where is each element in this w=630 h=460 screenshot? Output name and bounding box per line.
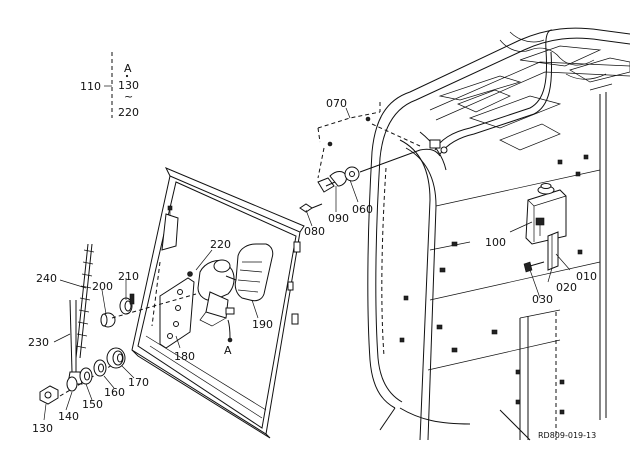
connector-marker-a: A <box>224 344 232 357</box>
range-callout-start: 130 <box>118 79 139 92</box>
label-190: 190 <box>252 318 273 331</box>
label-020: 020 <box>556 281 577 294</box>
label-180: 180 <box>174 350 195 363</box>
reference-code: RD809-019-13 <box>538 431 596 440</box>
label-100: 100 <box>485 236 506 249</box>
washer-tank <box>523 183 567 273</box>
wiper-motor <box>159 243 274 349</box>
label-060: 060 <box>352 203 373 216</box>
range-callout-label: 110 <box>80 80 101 93</box>
label-230: 230 <box>28 336 49 349</box>
label-170: 170 <box>128 376 149 389</box>
label-220: 220 <box>210 238 231 251</box>
label-200: 200 <box>92 280 113 293</box>
label-070: 070 <box>326 97 347 110</box>
nozzle-parts <box>299 116 441 213</box>
label-130: 130 <box>32 422 53 435</box>
label-030: 030 <box>532 293 553 306</box>
part-labels: 010 020 030 060 070 080 090 100 130 140 … <box>28 97 597 435</box>
range-callout-end: 220 <box>118 106 139 119</box>
label-210: 210 <box>118 270 139 283</box>
range-callout: 110 A 130 ~ 220 <box>80 52 139 119</box>
label-160: 160 <box>104 386 125 399</box>
range-callout-tilde: ~ <box>124 90 133 103</box>
label-150: 150 <box>82 398 103 411</box>
label-090: 090 <box>328 212 349 225</box>
window-frame <box>131 167 305 439</box>
label-080: 080 <box>304 225 325 238</box>
leader-lines <box>43 179 571 421</box>
wiper-parts <box>39 243 197 405</box>
cab-frame <box>367 27 630 441</box>
label-140: 140 <box>58 410 79 423</box>
label-240: 240 <box>36 272 57 285</box>
callout-070 <box>317 102 381 143</box>
label-010: 010 <box>576 270 597 283</box>
range-callout-top: A <box>124 62 132 75</box>
